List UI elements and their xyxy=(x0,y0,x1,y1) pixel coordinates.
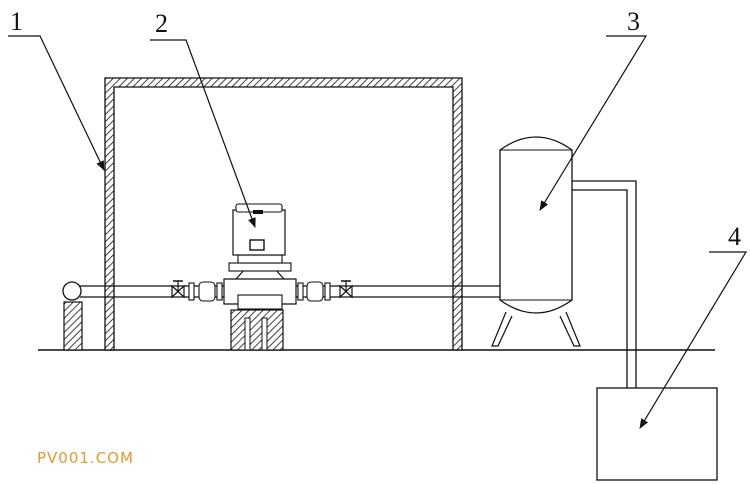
pipe-end-circle xyxy=(62,281,82,301)
callout-number-2: 2 xyxy=(155,9,168,38)
leader-2 xyxy=(150,39,256,228)
pump xyxy=(223,203,297,310)
room-frame xyxy=(104,77,463,351)
callout-number-3: 3 xyxy=(627,7,640,36)
outlet-valve xyxy=(339,280,353,299)
callout-number-4: 4 xyxy=(728,222,741,251)
pump-foundation xyxy=(230,309,284,351)
inlet-fittings xyxy=(188,281,223,302)
leader-1 xyxy=(8,35,105,171)
callout-number-1: 1 xyxy=(10,7,23,36)
leader-4 xyxy=(639,251,748,429)
outlet-fittings xyxy=(297,281,331,302)
discharge-pipe xyxy=(572,180,641,409)
reservoir xyxy=(596,387,718,481)
pressure-tank xyxy=(491,136,581,347)
inlet-valve xyxy=(171,280,185,299)
watermark-text: PV001.COM xyxy=(37,449,134,467)
left-pipe-support xyxy=(63,301,83,351)
leader-3 xyxy=(539,35,648,211)
callout-leaders xyxy=(8,35,748,429)
